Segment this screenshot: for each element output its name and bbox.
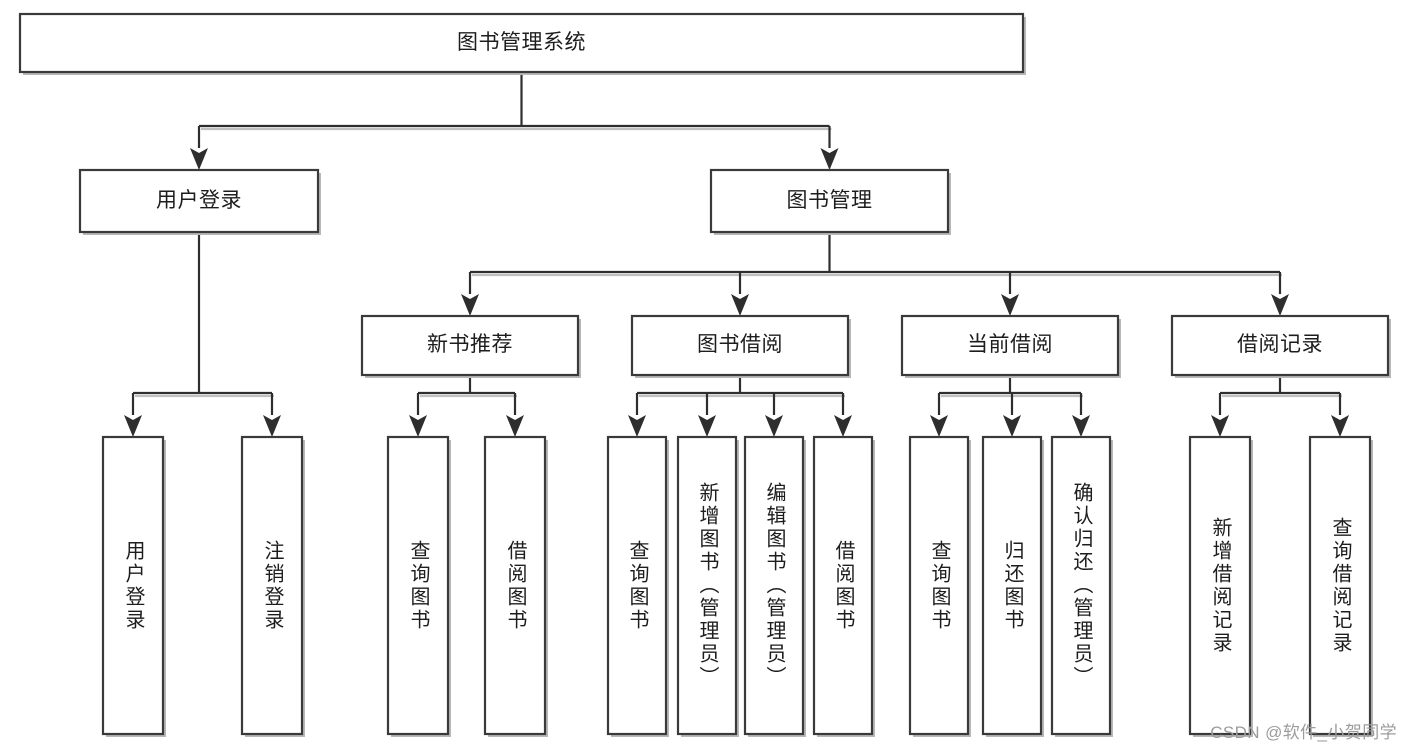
node-leaf-user-login[interactable] xyxy=(103,437,163,734)
arrow-head-icon xyxy=(1271,294,1289,316)
node-root[interactable] xyxy=(20,14,1023,72)
node-box-leaf-user-login xyxy=(101,435,165,736)
node-book-borrow[interactable] xyxy=(632,316,848,375)
node-box-leaf-borrow-book-1 xyxy=(483,435,547,736)
node-box-leaf-add-record xyxy=(1188,435,1252,736)
arrow-head-icon xyxy=(461,294,479,316)
node-leaf-query-book-3[interactable] xyxy=(910,437,968,734)
arrow-head-icon xyxy=(1211,415,1229,437)
node-new-book-rec[interactable] xyxy=(362,316,578,375)
arrow-head-icon xyxy=(1001,294,1019,316)
node-leaf-query-record[interactable] xyxy=(1310,437,1370,734)
node-box-new-book-rec xyxy=(360,314,580,377)
arrow-head-icon xyxy=(731,294,749,316)
node-box-leaf-confirm-return xyxy=(1050,435,1112,736)
arrow-head-icon xyxy=(409,415,427,437)
node-user-login[interactable] xyxy=(80,170,318,232)
node-leaf-add-record[interactable] xyxy=(1190,437,1250,734)
node-box-book-borrow xyxy=(630,314,850,377)
arrow-head-icon xyxy=(765,415,783,437)
arrow-head-icon xyxy=(1003,415,1021,437)
node-leaf-query-book-1[interactable] xyxy=(388,437,448,734)
arrow-head-icon xyxy=(1331,415,1349,437)
node-box-leaf-add-book xyxy=(676,435,738,736)
node-box-borrow-record xyxy=(1170,314,1390,377)
node-box-leaf-query-book-2 xyxy=(606,435,668,736)
arrow-head-icon xyxy=(190,148,208,170)
node-leaf-borrow-book-1[interactable] xyxy=(485,437,545,734)
node-box-leaf-query-book-3 xyxy=(908,435,970,736)
arrow-head-icon xyxy=(930,415,948,437)
node-box-leaf-logout xyxy=(240,435,304,736)
node-box-leaf-query-book-1 xyxy=(386,435,450,736)
arrow-head-icon xyxy=(834,415,852,437)
arrow-head-icon xyxy=(1072,415,1090,437)
node-leaf-logout[interactable] xyxy=(242,437,302,734)
node-box-user-login xyxy=(78,168,320,234)
edge-group xyxy=(124,72,1349,437)
node-group xyxy=(18,12,1391,737)
node-book-manage[interactable] xyxy=(711,170,948,232)
arrow-head-icon xyxy=(698,415,716,437)
node-leaf-borrow-book-2[interactable] xyxy=(814,437,872,734)
arrow-head-icon xyxy=(820,148,839,170)
node-current-borrow[interactable] xyxy=(902,316,1118,375)
arrow-head-icon xyxy=(263,415,281,437)
node-leaf-confirm-return[interactable] xyxy=(1052,437,1110,734)
node-leaf-edit-book[interactable] xyxy=(745,437,803,734)
node-box-leaf-borrow-book-2 xyxy=(812,435,874,736)
node-box-leaf-query-record xyxy=(1308,435,1372,736)
node-box-leaf-return-book xyxy=(981,435,1043,736)
arrow-head-icon xyxy=(628,415,646,437)
arrow-head-icon xyxy=(124,415,142,437)
node-borrow-record[interactable] xyxy=(1172,316,1388,375)
node-box-root xyxy=(18,12,1025,74)
arrow-head-icon xyxy=(506,415,524,437)
node-box-current-borrow xyxy=(900,314,1120,377)
node-box-book-manage xyxy=(709,168,950,234)
node-leaf-add-book[interactable] xyxy=(678,437,736,734)
node-leaf-query-book-2[interactable] xyxy=(608,437,666,734)
node-box-leaf-edit-book xyxy=(743,435,805,736)
node-leaf-return-book[interactable] xyxy=(983,437,1041,734)
